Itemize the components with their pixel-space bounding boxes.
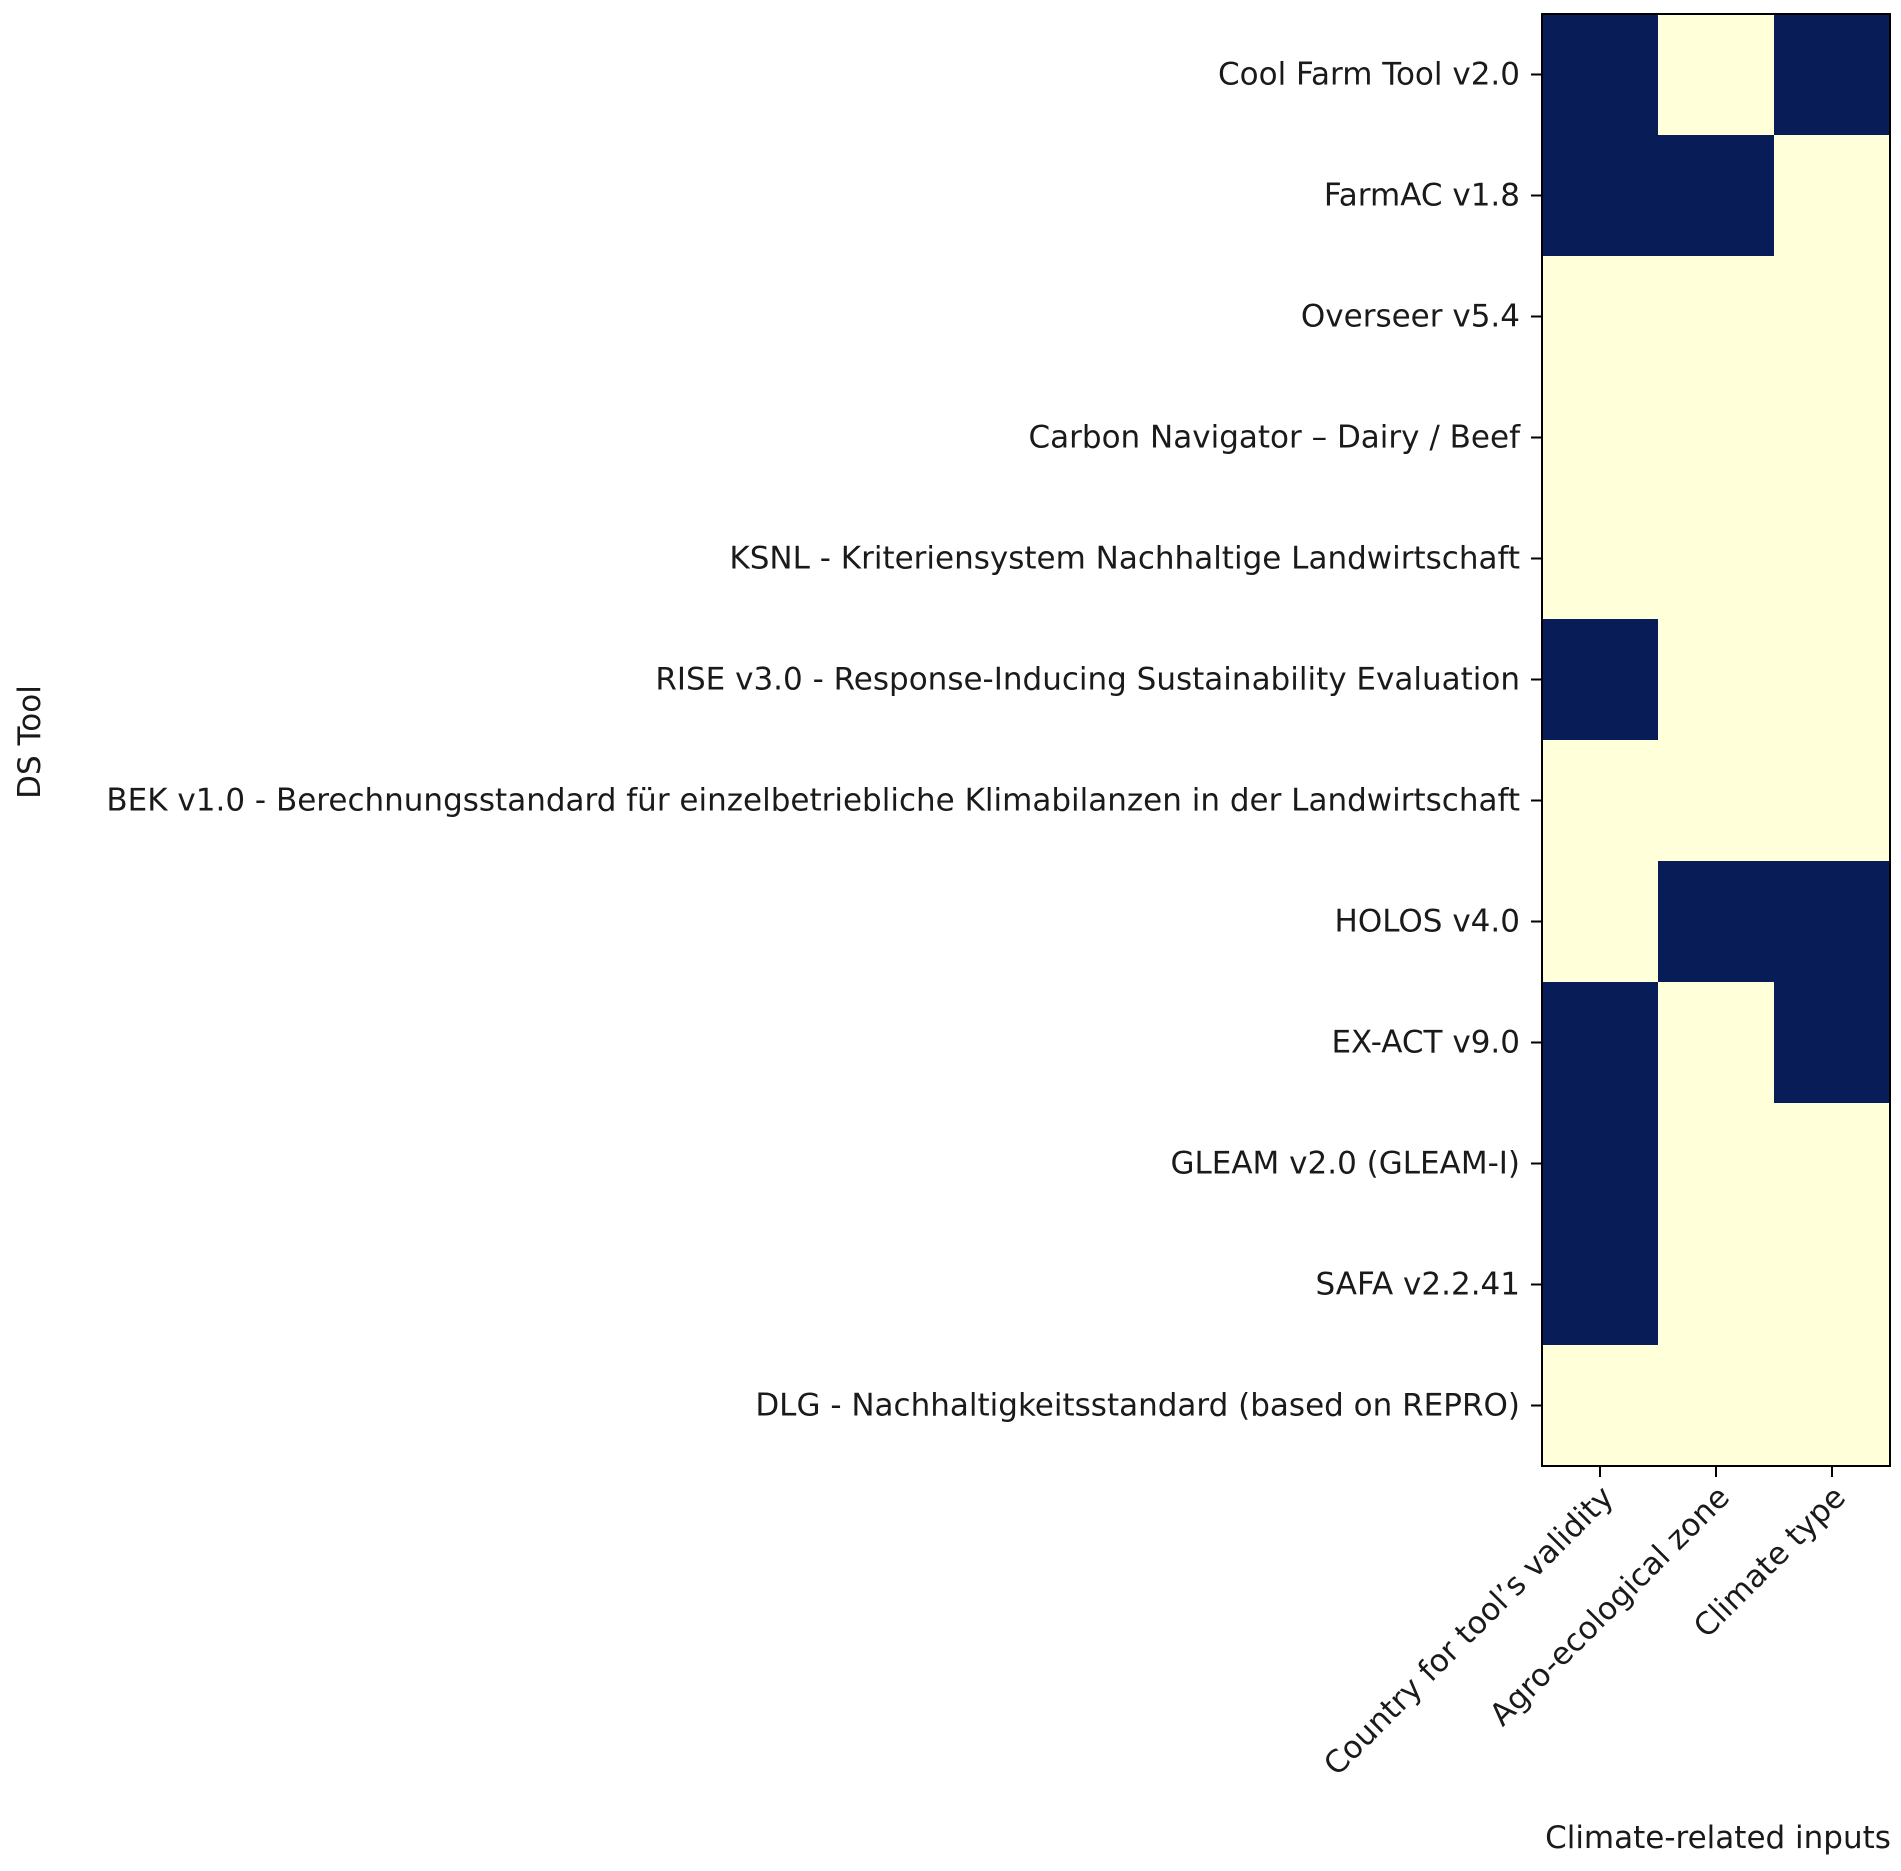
y-tick-label: Carbon Navigator – Dairy / Beef: [1029, 420, 1522, 456]
y-tick-label: BEK v1.0 - Berechnungsstandard für einze…: [106, 783, 1520, 819]
y-tick-label: GLEAM v2.0 (GLEAM-I): [1170, 1146, 1520, 1182]
y-tick-label: Overseer v5.4: [1301, 299, 1520, 335]
heatmap-cell: [1774, 619, 1891, 741]
heatmap-cell: [1774, 135, 1891, 257]
heatmap-cell: [1774, 1345, 1891, 1467]
heatmap-cell: [1774, 1224, 1891, 1346]
heatmap-cell: [1658, 1103, 1775, 1225]
y-tick-label: DLG - Nachhaltigkeitsstandard (based on …: [755, 1388, 1520, 1424]
x-tick-label: Agro-ecological zone: [1483, 1479, 1737, 1733]
heatmap-cell: [1542, 498, 1659, 620]
heatmap-cell: [1542, 1345, 1659, 1467]
heatmap-cell: [1658, 256, 1775, 378]
heatmap-cell: [1542, 861, 1659, 983]
heatmap-cell: [1542, 135, 1659, 257]
heatmap-cell: [1542, 1224, 1659, 1346]
heatmap-cell: [1658, 14, 1775, 136]
y-tick-label: RISE v3.0 - Response-Inducing Sustainabi…: [655, 662, 1520, 698]
y-tick-label: FarmAC v1.8: [1324, 178, 1520, 214]
heatmap-cell: [1774, 14, 1891, 136]
heatmap-cell: [1542, 14, 1659, 136]
heatmap-cell: [1774, 740, 1891, 862]
heatmap-cell: [1658, 740, 1775, 862]
heatmap-cell: [1658, 1345, 1775, 1467]
heatmap-cell: [1542, 982, 1659, 1104]
heatmap-cell: [1658, 135, 1775, 257]
heatmap-cell: [1542, 619, 1659, 741]
heatmap-cell: [1774, 498, 1891, 620]
heatmap-cell: [1542, 1103, 1659, 1225]
y-tick-label: EX-ACT v9.0: [1331, 1025, 1520, 1061]
heatmap-cell: [1542, 256, 1659, 378]
heatmap-cell: [1542, 377, 1659, 499]
heatmap-cell: [1658, 1224, 1775, 1346]
heatmap-cell: [1658, 619, 1775, 741]
y-tick-label: HOLOS v4.0: [1335, 904, 1520, 940]
heatmap-cell: [1658, 377, 1775, 499]
heatmap-cell: [1658, 982, 1775, 1104]
y-tick-label: SAFA v2.2.41: [1316, 1267, 1520, 1303]
heatmap-cell: [1774, 377, 1891, 499]
x-axis-title: Climate-related inputs: [1545, 1820, 1891, 1856]
heatmap-cell: [1658, 861, 1775, 983]
y-axis-title: DS Tool: [12, 685, 48, 799]
y-tick-label: Cool Farm Tool v2.0: [1218, 57, 1520, 93]
heatmap-cell: [1774, 256, 1891, 378]
heatmap-cell: [1658, 498, 1775, 620]
heatmap-cell: [1774, 861, 1891, 983]
y-tick-label: KSNL - Kriteriensystem Nachhaltige Landw…: [729, 541, 1520, 577]
heatmap-cell: [1774, 1103, 1891, 1225]
heatmap-cell: [1774, 982, 1891, 1104]
x-axis-ticks: Country for tool’s validityAgro-ecologic…: [1317, 1466, 1853, 1783]
heatmap-cells: [1542, 14, 1891, 1467]
heatmap-cell: [1542, 740, 1659, 862]
